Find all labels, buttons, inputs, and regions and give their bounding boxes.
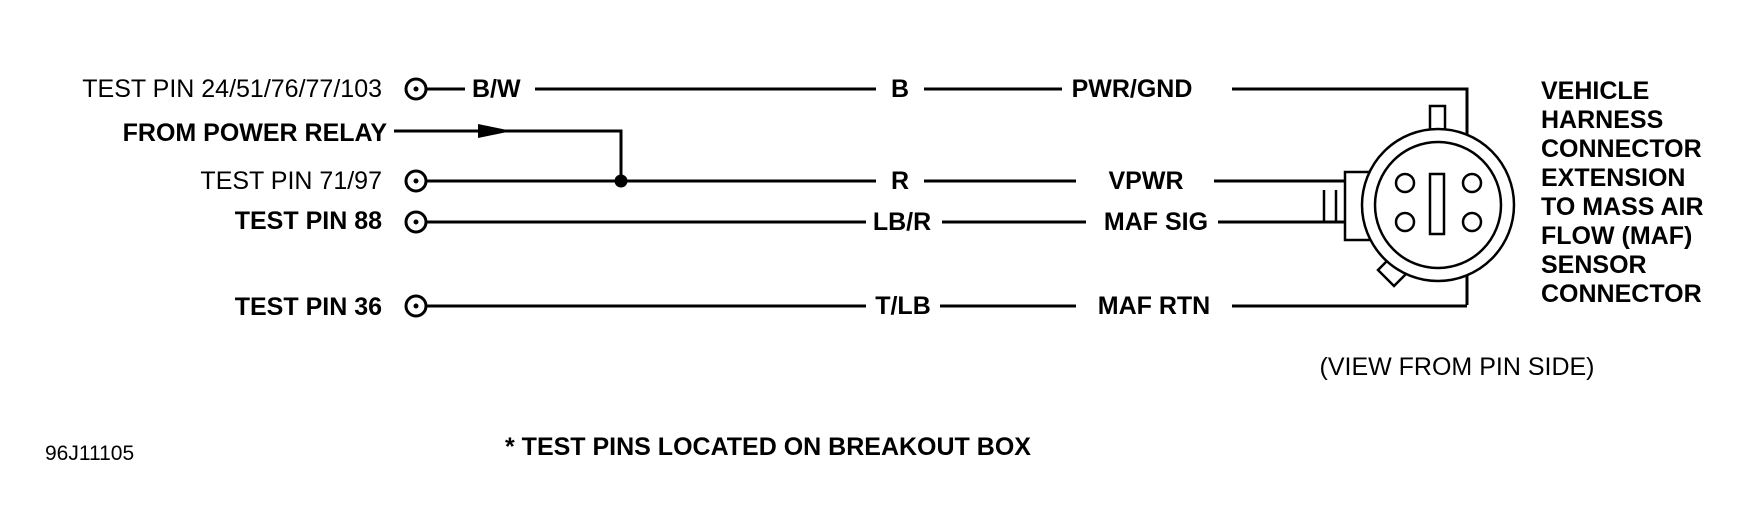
test-pin-label-2: TEST PIN 71/97 — [200, 167, 382, 195]
wire-color-tlb: T/LB — [875, 292, 931, 320]
power-relay-label: FROM POWER RELAY — [123, 119, 388, 147]
power-relay-wire-drop — [507, 129, 623, 181]
connector-title-line-8: CONNECTOR — [1541, 280, 1702, 308]
connector-title-line-4: EXTENSION — [1541, 164, 1685, 192]
connector-title-line-7: SENSOR — [1541, 251, 1647, 279]
signal-pwr-gnd: PWR/GND — [1072, 75, 1193, 103]
test-pin-terminal-3 — [404, 210, 428, 234]
connector-title-line-1: VEHICLE — [1541, 77, 1649, 105]
test-pin-terminal-2 — [404, 169, 428, 193]
test-pin-label-4: TEST PIN 36 — [235, 293, 382, 321]
power-flow-arrow — [478, 124, 512, 138]
test-pin-label-3: TEST PIN 88 — [235, 207, 382, 235]
wire-color-lbr: LB/R — [873, 208, 931, 236]
connector-title-line-6: FLOW (MAF) — [1541, 222, 1692, 250]
signal-maf-sig: MAF SIG — [1104, 208, 1208, 236]
view-note: (VIEW FROM PIN SIDE) — [1320, 353, 1595, 381]
wire-color-b: B — [891, 75, 909, 103]
connector-title-line-5: TO MASS AIR — [1541, 193, 1704, 221]
wire-color-r: R — [891, 167, 909, 195]
test-pin-terminal-4 — [404, 294, 428, 318]
connector-title-line-3: CONNECTOR — [1541, 135, 1702, 163]
figure-id: 96J11105 — [45, 442, 134, 465]
connector-title-line-2: HARNESS — [1541, 106, 1663, 134]
wire-color-bw: B/W — [472, 75, 521, 103]
test-pin-terminal-1 — [404, 77, 428, 101]
maf-connector-drawing — [1322, 104, 1516, 288]
test-pin-label-1: TEST PIN 24/51/76/77/103 — [82, 75, 382, 103]
signal-maf-rtn: MAF RTN — [1098, 292, 1210, 320]
signal-vpwr: VPWR — [1109, 167, 1184, 195]
footnote: * TEST PINS LOCATED ON BREAKOUT BOX — [505, 433, 1031, 461]
